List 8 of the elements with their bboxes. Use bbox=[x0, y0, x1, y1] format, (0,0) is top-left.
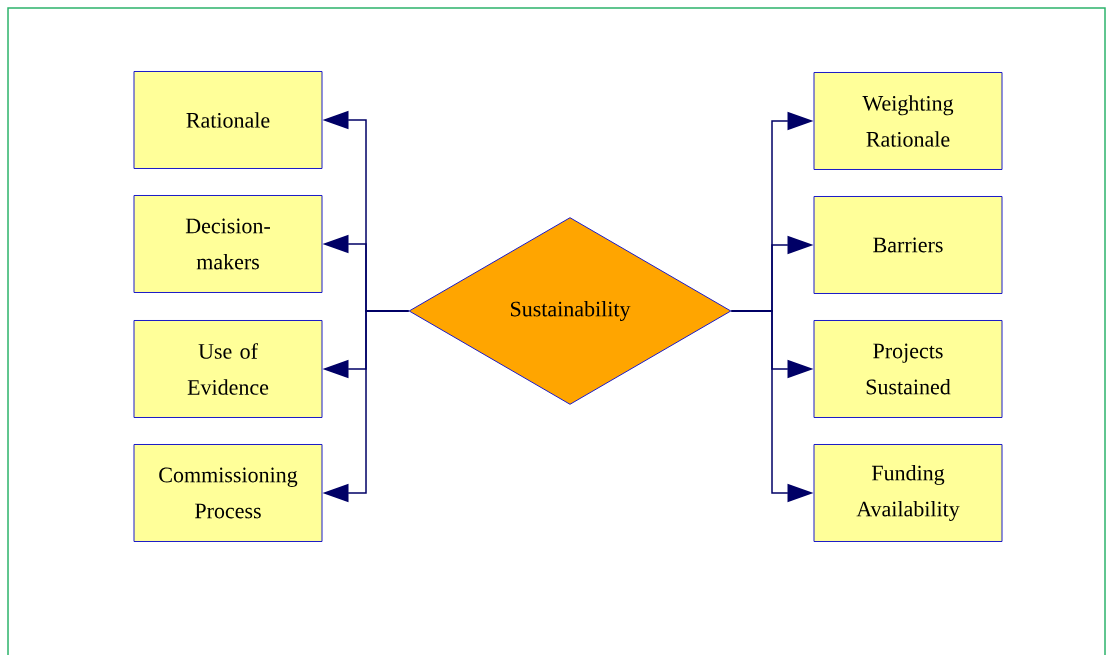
process-box: Use of Evidence bbox=[133, 320, 323, 418]
process-box: Barriers bbox=[813, 196, 1003, 294]
process-box: Weighting Rationale bbox=[813, 72, 1003, 170]
process-box: Funding Availability bbox=[813, 444, 1003, 542]
process-box: Rationale bbox=[133, 71, 323, 169]
process-box: Decision-makers bbox=[133, 195, 323, 293]
process-box: Commissioning Process bbox=[133, 444, 323, 542]
process-box: Projects Sustained bbox=[813, 320, 1003, 418]
